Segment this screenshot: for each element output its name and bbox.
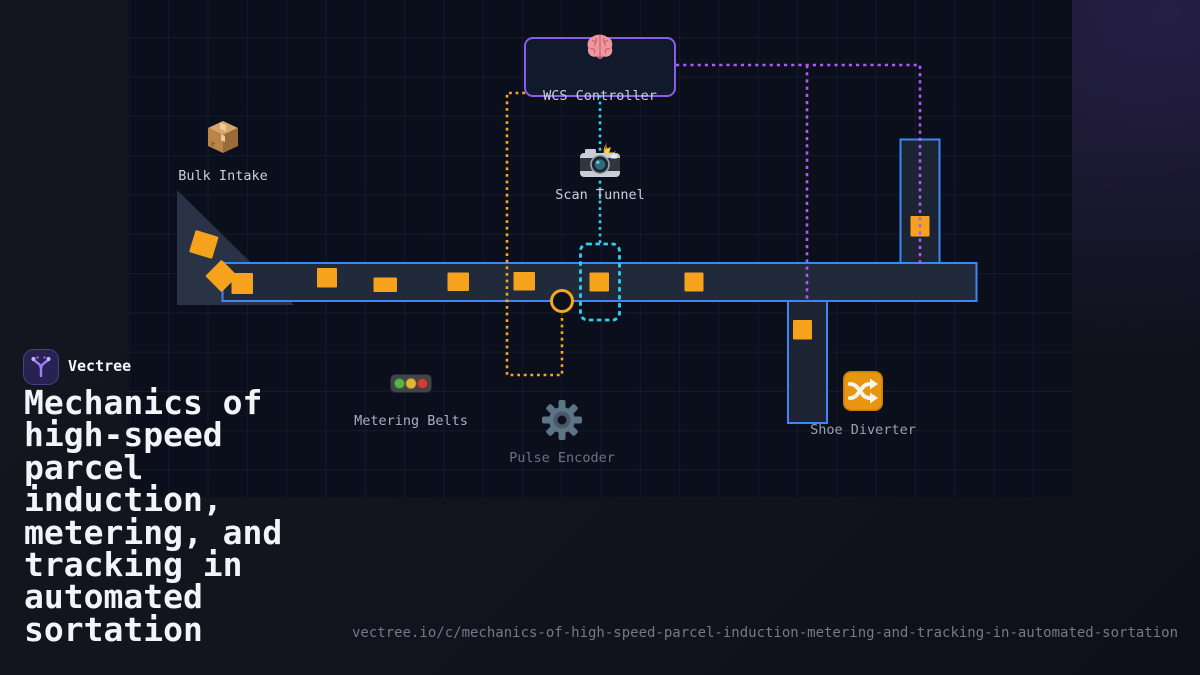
- divert-lane: [787, 300, 828, 424]
- parcel: [513, 272, 535, 291]
- label-metering-belts: Metering Belts: [354, 413, 468, 429]
- label-wcs-controller: WCS Controller: [543, 88, 657, 104]
- label-shoe-diverter: Shoe Diverter: [810, 422, 916, 438]
- gear-icon: [541, 399, 583, 441]
- parcel: [205, 260, 238, 292]
- traffic-light-icon: [390, 374, 432, 393]
- parcel: [589, 272, 609, 292]
- parcel: [373, 277, 397, 292]
- vectree-branch-icon: [23, 349, 59, 385]
- package-icon: [203, 118, 243, 158]
- parcel: [317, 268, 337, 288]
- scan-zone-rect: [579, 242, 621, 322]
- label-pulse-encoder: Pulse Encoder: [509, 450, 615, 466]
- parcel: [793, 320, 812, 340]
- label-bulk-intake: Bulk Intake: [178, 168, 268, 184]
- parcel: [684, 272, 704, 292]
- connector-wcs-encoder: [505, 91, 564, 377]
- parcel: [447, 272, 469, 291]
- footer-url: vectree.io/c/mechanics-of-high-speed-par…: [352, 625, 1179, 641]
- parcel: [189, 230, 219, 259]
- parcels: [189, 216, 930, 340]
- brand-name: Vectree: [68, 357, 132, 375]
- connector-wcs-spur: [676, 63, 922, 263]
- divert-spur-lane: [899, 138, 941, 266]
- encoder-wheel: [550, 289, 574, 313]
- camera-flash-icon: [578, 142, 622, 179]
- shuffle-icon: [842, 370, 884, 412]
- page-title: Mechanics of high-speed parcel induction…: [24, 383, 283, 649]
- brain-icon: [584, 33, 616, 61]
- label-scan-tunnel: Scan Tunnel: [555, 187, 645, 203]
- parcel: [231, 273, 253, 294]
